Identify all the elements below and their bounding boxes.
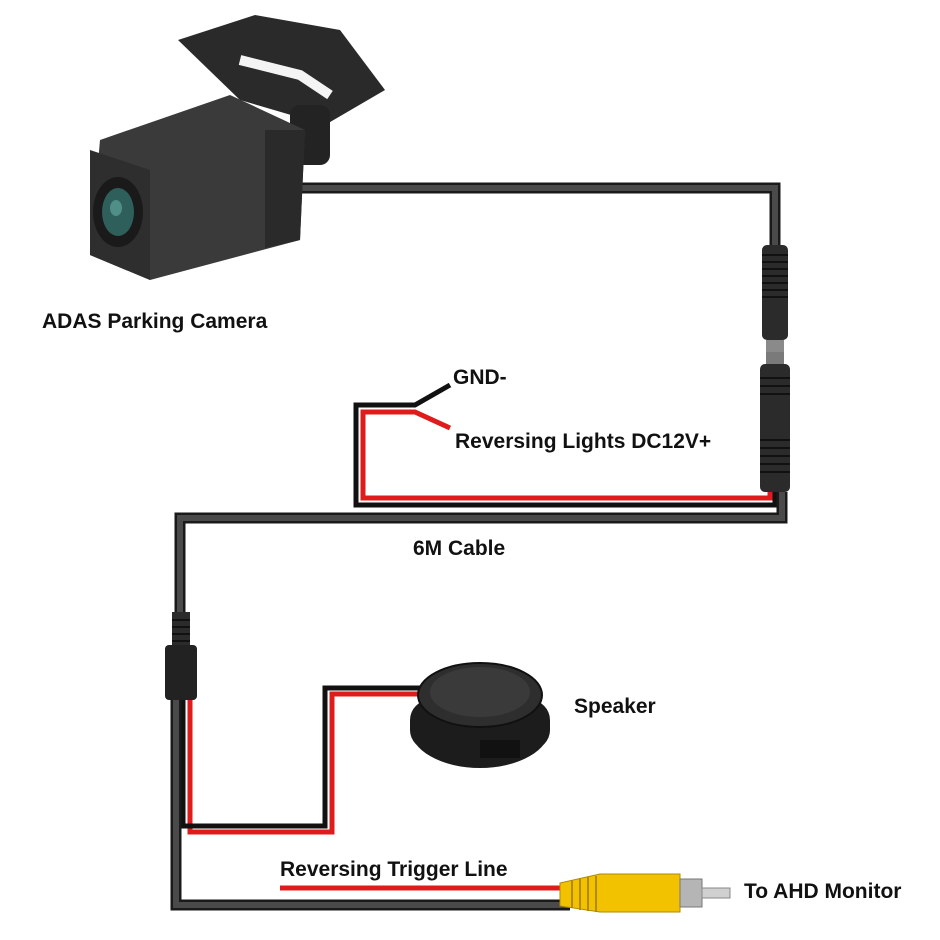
reversing-lights-label: Reversing Lights DC12V+ xyxy=(455,430,712,453)
cable-label: 6M Cable xyxy=(413,537,506,560)
trigger-line-label: Reversing Trigger Line xyxy=(280,858,508,881)
camera-device xyxy=(90,15,385,280)
speaker-wires xyxy=(180,685,420,835)
speaker-label: Speaker xyxy=(574,695,656,718)
gnd-label: GND- xyxy=(453,366,507,389)
power-branch xyxy=(353,382,778,508)
monitor-cable xyxy=(170,700,570,911)
monitor-label: To AHD Monitor xyxy=(744,880,902,903)
rca-connector xyxy=(559,873,731,913)
speaker-device xyxy=(410,662,550,768)
extension-connector xyxy=(760,352,790,492)
six-meter-cable xyxy=(174,492,788,618)
camera-cable xyxy=(300,182,781,250)
splitter-connector xyxy=(165,612,197,700)
camera-label: ADAS Parking Camera xyxy=(42,310,268,333)
camera-connector xyxy=(762,245,788,352)
